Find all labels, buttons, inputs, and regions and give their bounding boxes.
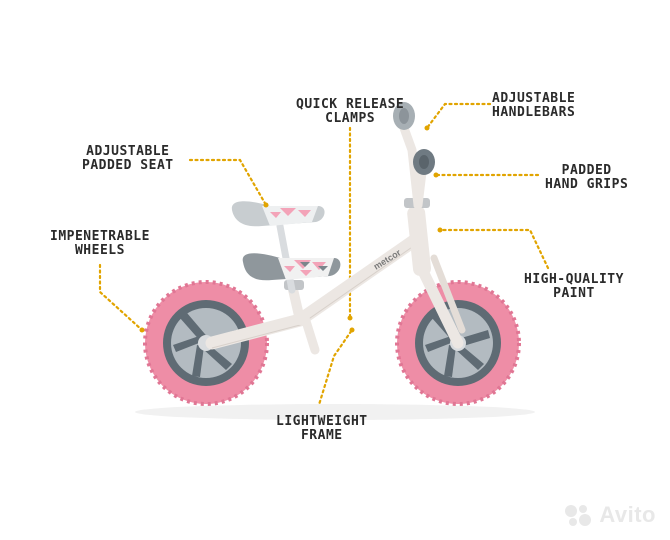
callout-handlebars-line1: ADJUSTABLE	[492, 91, 576, 106]
callout-grips-line1: PADDED	[561, 163, 612, 178]
handlebar-assembly	[393, 102, 435, 210]
leader-dots	[139, 125, 443, 333]
callout-adjustable-padded-seat: ADJUSTABLE PADDED SEAT	[82, 145, 174, 173]
ground-shadow	[135, 404, 535, 420]
callout-handlebars-line2: HANDLEBARS	[492, 105, 576, 120]
leader-handlebars	[425, 102, 492, 130]
callout-frame-line1: LIGHTWEIGHT	[276, 414, 368, 429]
callout-seat-line2: PADDED SEAT	[82, 158, 174, 173]
callout-quick-release-line1: QUICK RELEASE	[296, 97, 405, 112]
callout-paint-line2: PAINT	[553, 286, 595, 301]
leader-wheels	[98, 263, 144, 332]
leader-lines	[98, 102, 550, 410]
avito-watermark: Avito	[563, 502, 656, 528]
callout-grips-line2: HAND GRIPS	[545, 177, 629, 192]
callout-lightweight-frame: LIGHTWEIGHT FRAME	[276, 415, 368, 443]
callout-paint-line1: HIGH-QUALITY	[524, 272, 624, 287]
seat-assembly	[231, 201, 341, 294]
callout-wheels-line1: IMPENETRABLE	[50, 229, 150, 244]
callout-padded-hand-grips: PADDED HAND GRIPS	[545, 164, 628, 192]
callout-impenetrable-wheels: IMPENETRABLE WHEELS	[50, 230, 150, 258]
leader-seat	[188, 158, 268, 207]
avito-logo-icon	[565, 505, 592, 526]
callout-seat-line1: ADJUSTABLE	[86, 144, 170, 159]
callout-adjustable-handlebars: ADJUSTABLE HANDLEBARS	[492, 92, 575, 120]
callout-wheels-line2: WHEELS	[74, 243, 125, 258]
watermark-text: Avito	[599, 502, 656, 527]
callout-quick-release-clamps: QUICK RELEASE CLAMPS	[296, 98, 404, 126]
callout-quick-release-line2: CLAMPS	[325, 111, 376, 126]
leader-frame	[316, 328, 354, 410]
callout-high-quality-paint: HIGH-QUALITY PAINT	[524, 273, 624, 301]
frame: metcor	[205, 198, 466, 355]
callout-frame-line2: FRAME	[300, 428, 343, 443]
leader-paint	[438, 228, 550, 270]
